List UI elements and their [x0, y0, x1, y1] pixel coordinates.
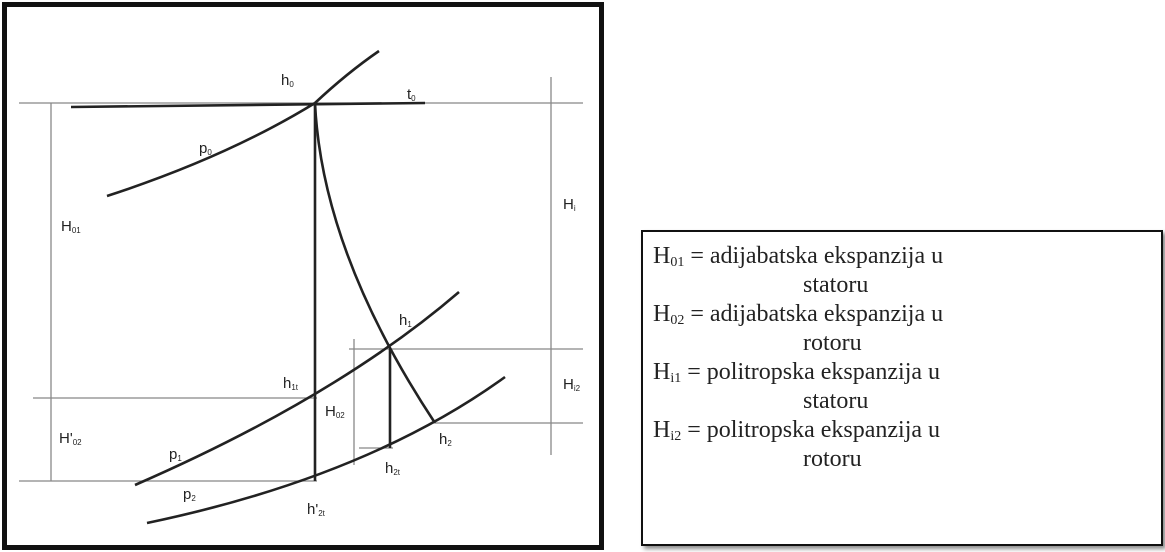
legend-definition: = politropska ekspanzija u — [681, 359, 941, 385]
label-h1: h1 — [399, 312, 412, 329]
label-H02-prime: H'02 — [59, 430, 82, 447]
label-Hi: Hi — [563, 196, 576, 213]
legend-definition-continued: statoru — [803, 272, 869, 298]
legend-symbol: H — [653, 359, 671, 385]
label-h2: h2 — [439, 431, 452, 448]
isobar-p1 — [134, 291, 460, 487]
legend-definition: = politropska ekspanzija u — [681, 417, 941, 443]
hs-diagram: h0 t0 p0 H01 Hi h1 h1t H02 Hi2 H'02 p1 h… — [2, 2, 604, 550]
legend-definition: = adijabatska ekspanzija u — [684, 243, 944, 269]
legend-item-h01: H01 = adijabatska ekspanzija u statoru — [653, 242, 1161, 300]
legend-definition: = adijabatska ekspanzija u — [684, 301, 944, 327]
legend-symbol: H — [653, 301, 671, 327]
legend-item-hi2: Hi2 = politropska ekspanzija u rotoru — [653, 416, 1161, 474]
legend-subscript: 01 — [670, 255, 685, 270]
label-H02: H02 — [325, 403, 345, 420]
label-t0: t0 — [407, 86, 416, 103]
label-H01: H01 — [61, 218, 81, 235]
label-h1t: h1t — [283, 375, 299, 392]
legend-subscript: 02 — [670, 313, 685, 328]
legend-item-hi1: Hi1 = politropska ekspanzija u statoru — [653, 358, 1161, 416]
legend-definition-continued: rotoru — [803, 330, 862, 356]
legend-box: H01 = adijabatska ekspanzija u statoru H… — [641, 230, 1163, 546]
label-h2t-prime: h'2t — [307, 501, 326, 518]
label-p2: p2 — [183, 486, 196, 503]
expansion-line — [313, 102, 437, 424]
legend-subscript: i1 — [670, 371, 682, 386]
legend-definition-continued: statoru — [803, 388, 869, 414]
legend-item-h02: H02 = adijabatska ekspanzija u rotoru — [653, 300, 1161, 358]
legend-symbol: H — [653, 243, 671, 269]
p0-curve-upper — [314, 49, 380, 104]
isobar-p2 — [146, 375, 506, 525]
legend-subscript: i2 — [670, 429, 682, 444]
legend-symbol: H — [653, 417, 671, 443]
legend-definition-continued: rotoru — [803, 446, 862, 472]
diagram-canvas: h0 t0 p0 H01 Hi h1 h1t H02 Hi2 H'02 p1 h… — [19, 49, 583, 525]
label-p1: p1 — [169, 446, 182, 463]
label-h2t: h2t — [385, 460, 401, 477]
label-Hi2: Hi2 — [563, 376, 581, 393]
isobar-p0 — [106, 101, 316, 198]
isotherm-t0 — [70, 101, 426, 109]
label-p0: p0 — [199, 140, 212, 157]
label-h0: h0 — [281, 72, 294, 89]
